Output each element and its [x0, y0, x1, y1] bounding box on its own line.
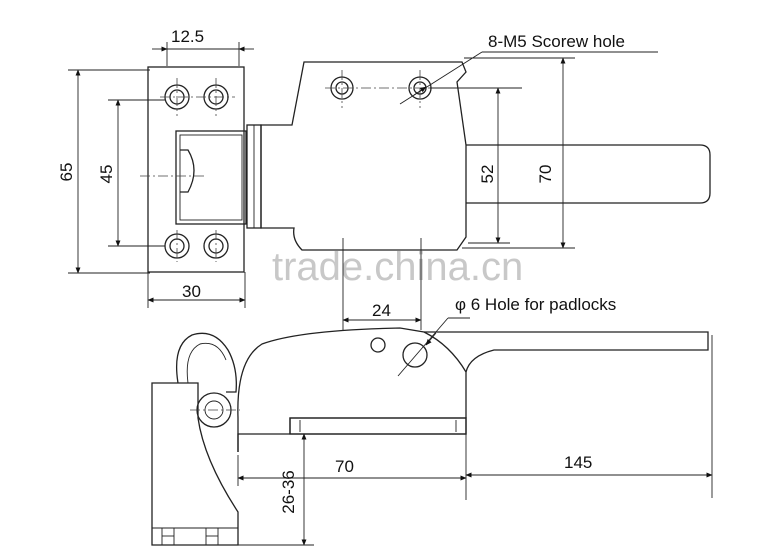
dimension-65: 65	[57, 69, 150, 274]
svg-text:φ 6 Hole for padlocks: φ 6 Hole for padlocks	[455, 295, 616, 314]
latch-plate	[237, 417, 467, 452]
svg-text:45: 45	[97, 165, 116, 184]
side-view	[151, 327, 709, 546]
dimension-26-36: 26-36	[238, 433, 314, 546]
svg-text:8-M5 Scorew hole: 8-M5 Scorew hole	[488, 32, 625, 51]
hook	[175, 332, 237, 393]
svg-text:145: 145	[564, 453, 592, 472]
watermark: trade.china.cn	[272, 245, 523, 289]
svg-text:70: 70	[335, 457, 354, 476]
handle	[466, 144, 711, 204]
hook-housing	[175, 130, 247, 225]
base-plate	[147, 66, 245, 273]
dimension-52: 52	[430, 87, 522, 244]
svg-text:70: 70	[536, 165, 555, 184]
dimension-30: 30	[147, 272, 246, 308]
svg-text:65: 65	[57, 163, 76, 182]
dimension-70-horizontal: 70	[237, 434, 467, 500]
hook-tip	[180, 149, 195, 193]
callout-padlock-hole: φ 6 Hole for padlocks	[397, 295, 616, 377]
svg-text:12.5: 12.5	[171, 27, 204, 46]
strike-plate	[289, 417, 467, 435]
dimension-24: 24	[342, 238, 422, 330]
padlock-hole-small	[370, 337, 386, 353]
callout-screw-hole: 8-M5 Scorew hole	[399, 32, 658, 105]
body-screw-holes	[325, 70, 440, 108]
dimension-70-vertical: 70	[462, 57, 575, 249]
padlock-hole	[402, 342, 428, 368]
svg-text:52: 52	[478, 165, 497, 184]
dimension-145: 145	[465, 335, 713, 498]
base-screw-holes-bottom	[164, 230, 229, 262]
lever-body	[260, 61, 467, 251]
dimension-12-5: 12.5	[152, 27, 254, 66]
base-bracket	[151, 382, 239, 546]
top-view	[140, 61, 711, 273]
base-screw-holes-top	[160, 78, 235, 116]
svg-text:26-36: 26-36	[279, 470, 298, 513]
handle-side	[424, 331, 709, 373]
dimension-45: 45	[97, 99, 165, 247]
svg-text:24: 24	[372, 301, 391, 320]
base-screws	[161, 527, 219, 546]
svg-text:30: 30	[182, 282, 201, 301]
lever-side-body	[237, 327, 467, 452]
